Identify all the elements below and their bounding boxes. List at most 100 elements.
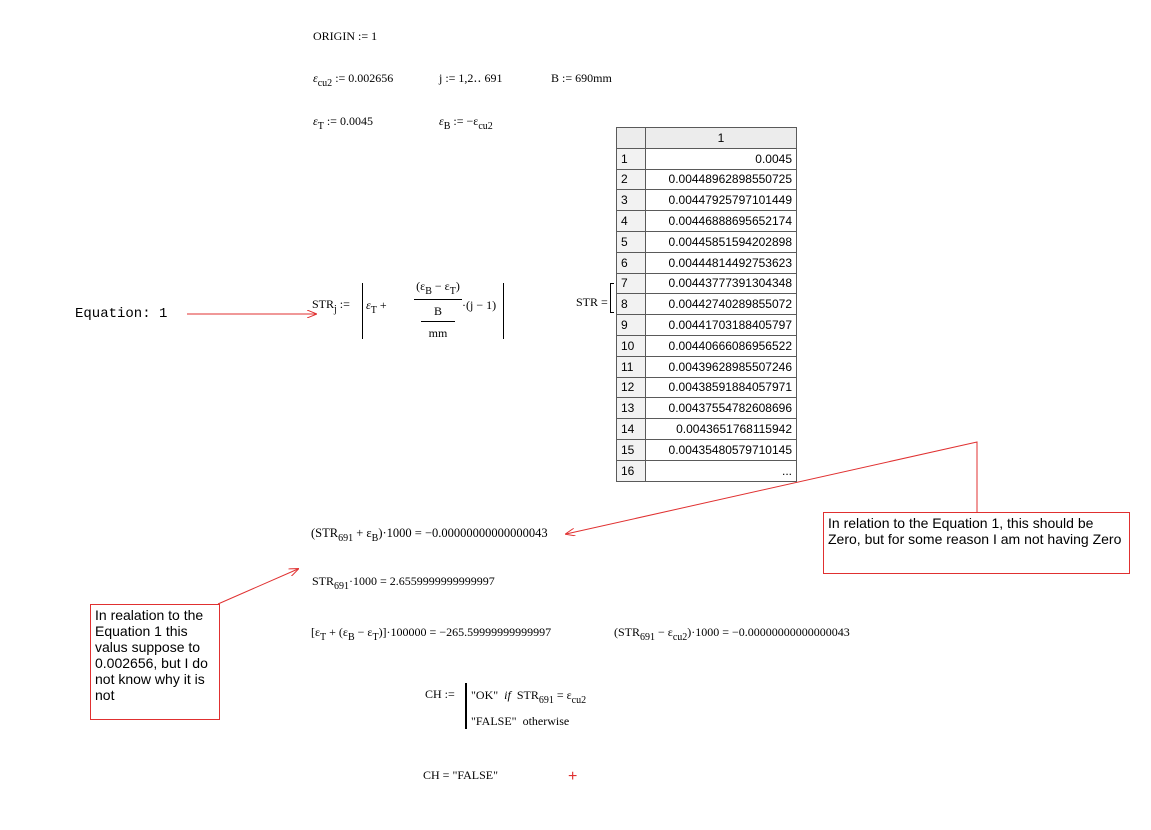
matrix-cell-value[interactable]: 0.00438591884057971 <box>645 376 797 399</box>
str-plus: + <box>379 298 387 312</box>
abs-bar-right <box>503 283 504 339</box>
matrix-header-row: 1 <box>616 127 797 149</box>
matrix-cell-value[interactable]: 0.00446888695652174 <box>645 210 797 232</box>
str-eT-symbol: ε <box>366 298 371 312</box>
matrix-cell-value[interactable]: ... <box>645 459 797 482</box>
ecu2-symbol: ε <box>313 71 318 85</box>
eB-subscript: B <box>443 121 451 132</box>
matrix-row-index: 3 <box>616 189 646 212</box>
check-line-1[interactable]: (STR691 + εB)·1000 = −0.0000000000000004… <box>311 526 548 544</box>
str-eT-subscript: T <box>370 305 377 316</box>
j-range-definition[interactable]: j := 1,2‥ 691 <box>439 71 503 85</box>
matrix-cell-value[interactable]: 0.00440666086956522 <box>645 334 797 357</box>
program-bar <box>465 683 467 729</box>
str-fraction-bar <box>414 299 462 300</box>
callout-right: In relation to the Equation 1, this shou… <box>823 512 1130 574</box>
matrix-corner <box>616 127 646 149</box>
matrix-cell-value[interactable]: 0.00443777391304348 <box>645 272 797 295</box>
str-tail: ·(j − 1) <box>462 298 497 312</box>
eB-definition[interactable]: εB := −εcu2 <box>439 114 493 132</box>
insertion-cursor[interactable]: + <box>568 768 578 785</box>
matrix-row-index: 13 <box>616 397 646 420</box>
str-lhs-subscript: j <box>334 304 337 315</box>
str-lhs[interactable]: STRj := <box>312 297 350 315</box>
ecu2-subscript: cu2 <box>317 78 333 89</box>
eB-value: := −ε <box>453 114 479 128</box>
str-assign: := <box>339 297 350 311</box>
check-line-2[interactable]: STR691·1000 = 2.6559999999999997 <box>312 574 495 592</box>
str-lhs-text: STR <box>312 297 335 311</box>
matrix-cell-value[interactable]: 0.00445851594202898 <box>645 230 797 253</box>
eB-symbol: ε <box>439 114 444 128</box>
matrix-cell-value[interactable]: 0.00444814492753623 <box>645 251 797 274</box>
matrix-row-index: 1 <box>616 147 646 170</box>
matrix-cell-value[interactable]: 0.0045 <box>645 147 797 170</box>
matrix-row-index: 11 <box>616 355 646 378</box>
check-line-3[interactable]: [εT + (εB − εT)]·100000 = −265.599999999… <box>311 625 552 643</box>
ch-result[interactable]: CH = "FALSE" <box>423 768 499 782</box>
str-abs-body[interactable]: εT + <box>366 298 387 316</box>
str-inner-denominator: mm <box>428 326 448 340</box>
eT-value: := 0.0045 <box>326 114 373 128</box>
abs-bar-left <box>362 283 363 339</box>
str-inner-numerator: B <box>433 304 442 318</box>
matrix-cell-value[interactable]: 0.00437554782608696 <box>645 397 797 420</box>
matrix-row-index: 16 <box>616 459 646 482</box>
ch-false-branch[interactable]: "FALSE" otherwise <box>471 714 570 728</box>
matrix-row-index: 5 <box>616 230 646 253</box>
equation-label: Equation: 1 <box>75 306 168 322</box>
b-definition[interactable]: B := 690mm <box>551 71 612 85</box>
matrix-bracket-left <box>610 283 614 313</box>
matrix-cell-value[interactable]: 0.00435480579710145 <box>645 438 797 461</box>
str-eval-label[interactable]: STR = <box>576 295 608 309</box>
matrix-cell-value[interactable]: 0.00447925797101449 <box>645 189 797 212</box>
matrix-column-header[interactable]: 1 <box>645 127 797 149</box>
matrix-row: 16... <box>616 459 797 482</box>
eT-subscript: T <box>317 121 324 132</box>
matrix-cell-value[interactable]: 0.00439628985507246 <box>645 355 797 378</box>
str-inner-fraction-bar <box>421 321 455 322</box>
ch-lhs[interactable]: CH := <box>425 687 455 701</box>
eT-definition[interactable]: εT := 0.0045 <box>313 114 373 132</box>
matrix-row-index: 15 <box>616 438 646 461</box>
matrix-row-index: 7 <box>616 272 646 295</box>
matrix-cell-value[interactable]: 0.00442740289855072 <box>645 293 797 316</box>
str-fraction-numerator: (εB − εT) <box>416 279 460 297</box>
matrix-row-index: 2 <box>616 168 646 191</box>
ch-ok-branch[interactable]: "OK" if STR691 = εcu2 <box>471 688 587 706</box>
matrix-row-index: 12 <box>616 376 646 399</box>
callout-left: In realation to the Equation 1 this valu… <box>90 604 220 720</box>
right-callout-arrow <box>566 441 978 534</box>
origin-definition[interactable]: ORIGIN := 1 <box>313 29 378 43</box>
eT-symbol: ε <box>313 114 318 128</box>
ecu2-definition[interactable]: εcu2 := 0.002656 <box>313 71 394 89</box>
matrix-row-index: 4 <box>616 210 646 232</box>
matrix-cell-value[interactable]: 0.0043651768115942 <box>645 418 797 440</box>
check-line-4[interactable]: (STR691 − εcu2)·1000 = −0.00000000000000… <box>614 625 850 643</box>
matrix-row-index: 14 <box>616 418 646 440</box>
ecu2-value: := 0.002656 <box>335 71 394 85</box>
matrix-cell-value[interactable]: 0.00448962898550725 <box>645 168 797 191</box>
eB-value-subscript: cu2 <box>478 121 493 132</box>
matrix-row-index: 10 <box>616 334 646 357</box>
matrix-row-index: 9 <box>616 314 646 336</box>
matrix-cell-value[interactable]: 0.00441703188405797 <box>645 314 797 336</box>
left-callout-arrow <box>217 569 298 605</box>
